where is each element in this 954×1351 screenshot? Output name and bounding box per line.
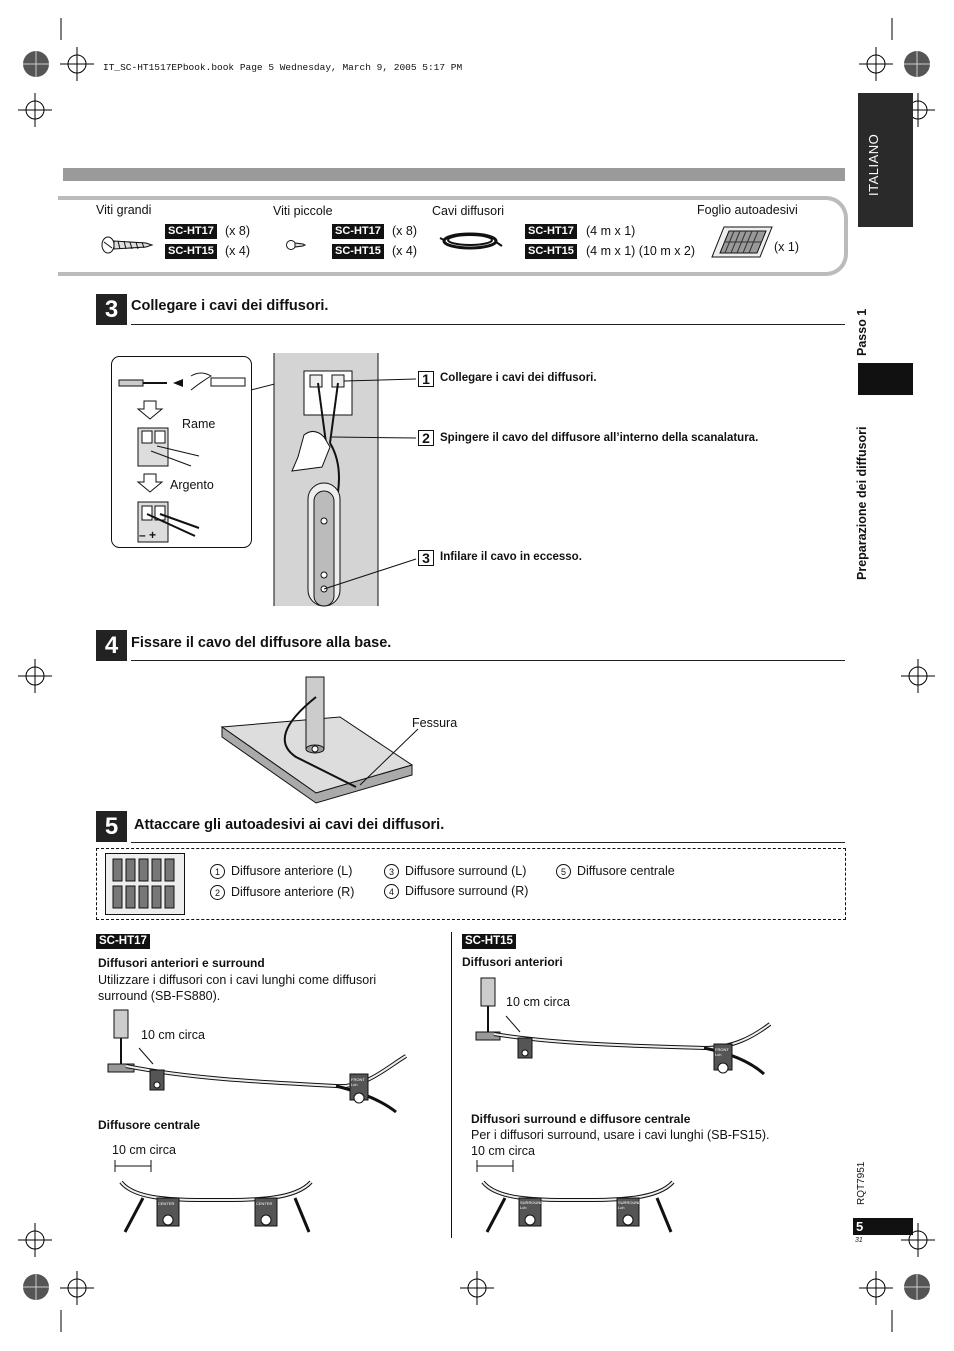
surround-sticker-tag: SURROUND Lch (618, 1200, 642, 1210)
legend-item: 4 Diffusore surround (R) (384, 884, 529, 900)
distance-label: 10 cm circa (141, 1028, 205, 1042)
sticker-sheet-icon (711, 226, 773, 258)
step-rule (131, 660, 845, 661)
column-divider (451, 932, 452, 1238)
cable-coil-icon (439, 232, 503, 250)
substep-number: 1 (418, 371, 434, 387)
center-sticker-tag: CENTER (158, 1201, 175, 1206)
slot-label: Fessura (412, 716, 458, 730)
cables-label: Cavi diffusori (432, 204, 505, 218)
model-badge: SC-HT17 (525, 224, 577, 239)
step-title: Fissare il cavo del diffusore alla base. (131, 635, 392, 651)
page-number: 5 (856, 1219, 864, 1234)
step-number: 3 (96, 294, 127, 325)
document-code: RQT7951 (856, 1161, 867, 1205)
step-number: 4 (96, 630, 127, 661)
model-badge: SC-HT15 (165, 244, 217, 259)
model-badge: SC-HT15 (332, 244, 384, 259)
quantity: (4 m x 1) (10 m x 2) (586, 244, 696, 258)
legend-box (96, 848, 846, 920)
legend-text: Diffusore centrale (577, 864, 675, 878)
surround-sticker-tag: SURROUND Lch (520, 1200, 544, 1210)
model-badge: SC-HT17 (332, 224, 384, 239)
silver-label: Argento (170, 478, 214, 492)
step-title: Attaccare gli autoadesivi ai cavi dei di… (134, 817, 445, 833)
accessories-box (58, 196, 848, 276)
ht17-front-text: Utilizzare i diffusori con i cavi lunghi… (98, 973, 377, 1003)
model-badge: SC-HT17 (96, 934, 150, 949)
center-sticker-tag: CENTER (256, 1201, 273, 1206)
ht17-center-title: Diffusore centrale (98, 1118, 201, 1132)
speaker-stand-illustration (273, 353, 417, 607)
step-number: 5 (96, 811, 127, 842)
sub-page-number: 31 (855, 1237, 863, 1244)
legend-text: Diffusore surround (R) (405, 884, 529, 898)
legend-number: 3 (384, 864, 399, 880)
distance-label: 10 cm circa (506, 995, 570, 1009)
ht17-front-cable-illustration (107, 1009, 408, 1114)
ht17-front-title: Diffusori anteriori e surround (98, 956, 265, 970)
polarity-label: – + (139, 528, 157, 542)
file-header: IT_SC-HT1517EPbook.book Page 5 Wednesday… (103, 62, 463, 73)
legend-item: 5 Diffusore centrale (556, 864, 675, 880)
substep-text: Collegare i cavi dei diffusori. (440, 372, 597, 384)
legend-text: Diffusore anteriore (L) (231, 864, 353, 878)
quantity: (x 4) (392, 244, 417, 258)
distance-label: 10 cm circa (471, 1144, 535, 1158)
small-screw-icon (286, 240, 307, 250)
step-tab-block (858, 363, 913, 395)
section-label: Preparazione dei diffusori (855, 426, 869, 580)
ht15-surround-title: Diffusori surround e diffusore centrale (471, 1112, 691, 1126)
substep-number: 3 (418, 550, 434, 566)
substep-text: Infilare il cavo in eccesso. (440, 551, 582, 563)
sticker-sheet-preview (105, 853, 185, 915)
model-badge: SC-HT15 (462, 934, 516, 949)
ht15-front-title: Diffusori anteriori (462, 955, 563, 969)
step-label: Passo 1 (855, 308, 869, 356)
big-screw-icon (101, 236, 154, 254)
page-number-box (853, 1218, 913, 1235)
quantity: (x 8) (225, 224, 250, 238)
stickers-label: Foglio autoadesivi (697, 203, 798, 217)
model-badge: SC-HT17 (165, 224, 217, 239)
front-sticker-tag: FRONT Lch (351, 1077, 365, 1087)
distance-label: 10 cm circa (112, 1143, 176, 1157)
language-tab (858, 93, 913, 227)
legend-number: 5 (556, 864, 571, 880)
step-rule (131, 842, 845, 843)
quantity: (x 1) (774, 240, 799, 254)
model-badge: SC-HT15 (525, 244, 577, 259)
small-screws-label: Viti piccole (273, 204, 333, 218)
copper-label: Rame (182, 417, 216, 431)
legend-item: 1 Diffusore anteriore (L) (210, 864, 353, 880)
legend-number: 1 (210, 864, 225, 880)
quantity: (x 4) (225, 244, 250, 258)
legend-item: 3 Diffusore surround (L) (384, 864, 527, 880)
quantity: (x 8) (392, 224, 417, 238)
legend-number: 4 (384, 884, 399, 900)
legend-number: 2 (210, 885, 225, 901)
ht15-surround-text: Per i diffusori surround, usare i cavi l… (471, 1128, 770, 1142)
section-bar (63, 168, 845, 181)
quantity: (4 m x 1) (586, 224, 636, 238)
legend-text: Diffusore anteriore (R) (231, 885, 355, 899)
ht15-front-cable-illustration (475, 977, 772, 1076)
front-sticker-tag: FRONT Lch (715, 1047, 729, 1057)
legend-text: Diffusore surround (L) (405, 864, 527, 878)
stand-base-illustration (220, 676, 419, 804)
ht15-surround-cable-illustration (476, 1160, 675, 1233)
step-title: Collegare i cavi dei diffusori. (131, 298, 329, 314)
language-label: ITALIANO (866, 133, 881, 196)
big-screws-label: Viti grandi (96, 203, 152, 217)
legend-item: 2 Diffusore anteriore (R) (210, 885, 355, 901)
terminal-detail-illustration (111, 356, 307, 548)
ht17-center-cable-illustration (114, 1160, 313, 1233)
substep-number: 2 (418, 430, 434, 446)
substep-text: Spingere il cavo del diffusore all’inter… (440, 432, 759, 444)
step-rule (131, 324, 845, 325)
